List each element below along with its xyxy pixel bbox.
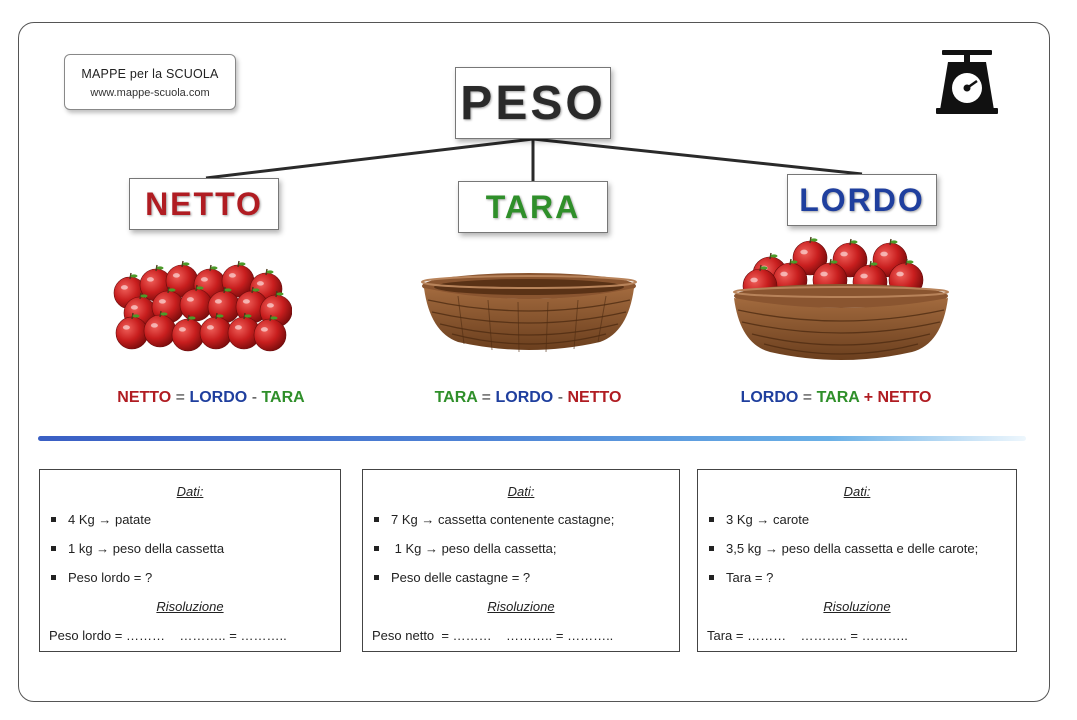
exercise-box-1: Dati: 4 Kg → patate 1 kg → peso della ca… — [39, 469, 341, 652]
formula-netto-eq: = — [176, 389, 185, 406]
formula-lordo-a: TARA — [817, 389, 860, 406]
formula-lordo-b: NETTO — [878, 389, 932, 406]
netto-title-box: NETTO — [129, 178, 279, 230]
exercise-2-heading: Dati: — [363, 484, 679, 499]
formula-lordo-op: + — [864, 389, 873, 406]
tara-title-box: TARA — [458, 181, 608, 233]
peso-title-box: PESO — [455, 67, 611, 139]
apples-image — [110, 255, 292, 355]
formula-lordo-eq: = — [803, 389, 812, 406]
list-item: Tara = ? — [708, 570, 978, 599]
formula-tara-op: - — [558, 389, 563, 406]
formula-tara-lhs: TARA — [435, 389, 478, 406]
brand-name: MAPPE per la SCUOLA — [65, 67, 235, 81]
exercise-1-heading: Dati: — [40, 484, 340, 499]
exercise-3-solution-heading: Risoluzione — [698, 599, 1016, 614]
lordo-title: LORDO — [799, 182, 925, 219]
brand-box: MAPPE per la SCUOLA www.mappe-scuola.com — [64, 54, 236, 110]
exercise-3-solution-line: Tara = ……… ……….. = ……….. — [707, 628, 908, 643]
formula-netto-op: - — [252, 389, 257, 406]
formula-lordo-lhs: LORDO — [741, 389, 799, 406]
formula-netto: NETTO = LORDO - TARA — [86, 389, 336, 407]
formula-netto-lhs: NETTO — [117, 389, 171, 406]
exercise-2-solution-heading: Risoluzione — [363, 599, 679, 614]
list-item: 1 kg → peso della cassetta — [50, 541, 224, 570]
exercise-2-data-list: 7 Kg → cassetta contenente castagne; 1 K… — [373, 512, 614, 599]
peso-title: PESO — [460, 76, 605, 131]
list-item: Peso lordo = ? — [50, 570, 224, 599]
list-item: 4 Kg → patate — [50, 512, 224, 541]
section-divider — [38, 436, 1026, 441]
empty-basket-image — [418, 270, 640, 355]
exercise-box-2: Dati: 7 Kg → cassetta contenente castagn… — [362, 469, 680, 652]
exercise-box-3: Dati: 3 Kg → carote 3,5 kg → peso della … — [697, 469, 1017, 652]
exercise-1-data-list: 4 Kg → patate 1 kg → peso della cassetta… — [50, 512, 224, 599]
tara-title: TARA — [486, 189, 581, 226]
netto-title: NETTO — [145, 186, 263, 223]
lordo-title-box: LORDO — [787, 174, 937, 226]
list-item: 3 Kg → carote — [708, 512, 978, 541]
formula-lordo: LORDO = TARA + NETTO — [711, 389, 961, 407]
list-item: 7 Kg → cassetta contenente castagne; — [373, 512, 614, 541]
formula-tara-b: NETTO — [567, 389, 621, 406]
kitchen-scale-icon — [934, 48, 1000, 116]
exercise-3-data-list: 3 Kg → carote 3,5 kg → peso della casset… — [708, 512, 978, 599]
list-item: 1 Kg → peso della cassetta; — [373, 541, 614, 570]
formula-tara: TARA = LORDO - NETTO — [403, 389, 653, 407]
formula-netto-a: LORDO — [189, 389, 247, 406]
formula-tara-a: LORDO — [495, 389, 553, 406]
full-basket-image — [730, 236, 952, 364]
formula-netto-b: TARA — [261, 389, 304, 406]
exercise-3-heading: Dati: — [698, 484, 1016, 499]
list-item: 3,5 kg → peso della cassetta e delle car… — [708, 541, 978, 570]
formula-tara-eq: = — [482, 389, 491, 406]
exercise-2-solution-line: Peso netto = ……… ……….. = ……….. — [372, 628, 613, 643]
brand-url: www.mappe-scuola.com — [65, 87, 235, 99]
exercise-1-solution-heading: Risoluzione — [40, 599, 340, 614]
exercise-1-solution-line: Peso lordo = ……… ……….. = ……….. — [49, 628, 287, 643]
list-item: Peso delle castagne = ? — [373, 570, 614, 599]
